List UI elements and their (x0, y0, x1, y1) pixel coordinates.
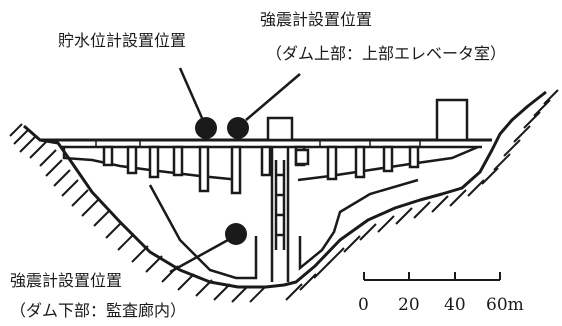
scale-tick-40: 40 (444, 295, 466, 315)
leader-line-water-level (178, 67, 204, 119)
lower-seismometer-subtitle: （ダム下部：監査廊内） (10, 301, 187, 320)
lower-seismometer-dot (225, 223, 247, 245)
right-abutment-building (435, 98, 469, 142)
scale-bar (363, 272, 501, 281)
ground-hatching-right (285, 89, 559, 301)
upper-seismometer-subtitle: （ダム上部：上部エレベータ室） (266, 44, 507, 63)
upper-seismometer-dot (227, 117, 249, 139)
leader-line-lower-seismometer (169, 238, 229, 274)
water-level-gauge-dot (195, 117, 217, 139)
valley-ground-line (23, 90, 547, 289)
scale-tick-20: 20 (398, 295, 420, 315)
upper-seismometer-title: 強震計設置位置 (260, 10, 373, 29)
elevator-shaft (266, 116, 310, 282)
water-level-gauge-label: 貯水位計設置位置 (58, 31, 187, 50)
lower-seismometer-title: 強震計設置位置 (10, 271, 123, 290)
scale-tick-60m: 60m (486, 295, 524, 315)
foundation-gallery (148, 178, 419, 280)
scale-tick-0: 0 (358, 295, 369, 315)
ground-hatching-left (9, 123, 267, 303)
leader-line-upper-seismometer (245, 73, 301, 121)
